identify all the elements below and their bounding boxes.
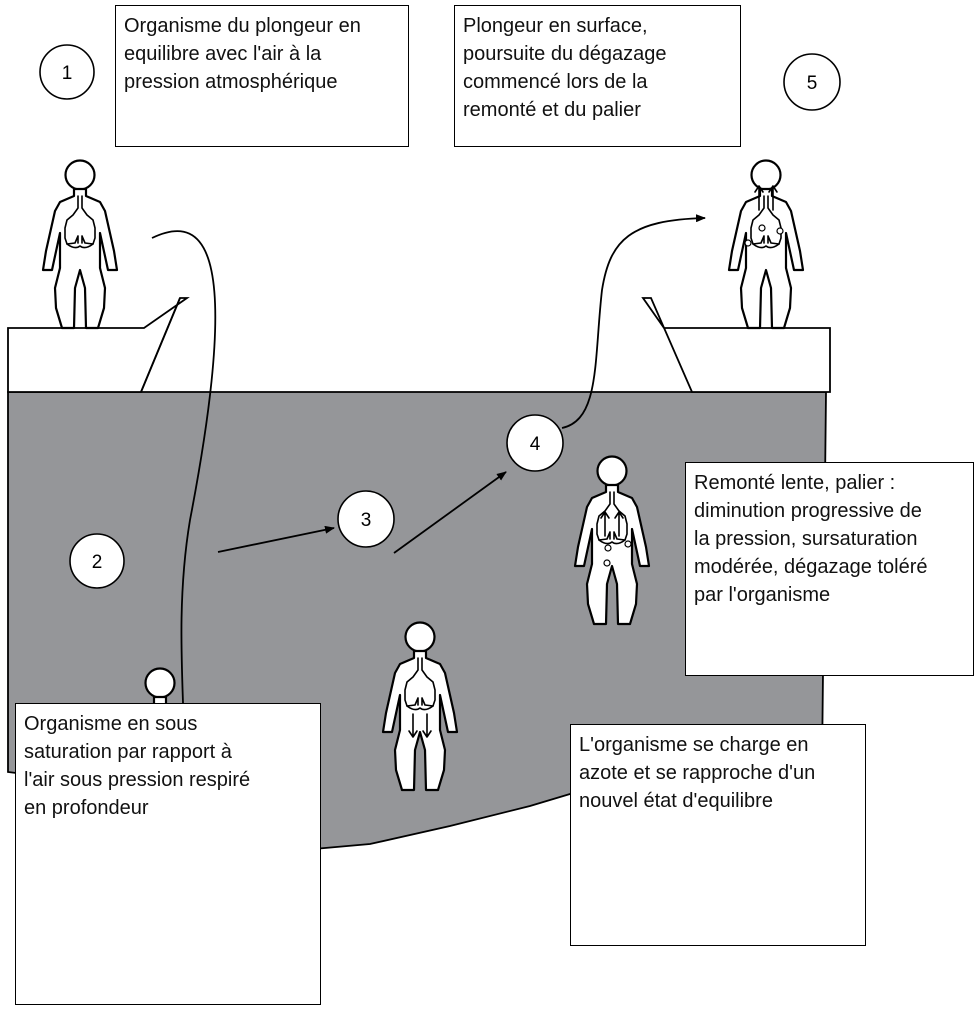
caption-box-2: Organisme en sous saturation par rapport…	[15, 703, 321, 1005]
caption-4-line: diminution progressive de	[694, 500, 922, 522]
caption-3-line: L'organisme se charge en	[579, 734, 809, 756]
caption-2-line: en profondeur	[24, 797, 149, 819]
diver-5-figure	[727, 159, 805, 330]
step-number-5: 5	[807, 73, 818, 94]
caption-box-1: Organisme du plongeur en equilibre avec …	[115, 5, 409, 147]
nitrogen-out-arrows-5	[754, 185, 778, 211]
step-circle-5: 5	[783, 53, 841, 111]
gas-bubbles	[603, 224, 784, 567]
step-number-2: 2	[92, 552, 103, 573]
left-boat	[7, 297, 190, 393]
step-circle-2: 2	[69, 533, 125, 589]
caption-5-line: commencé lors de la	[463, 71, 648, 93]
caption-2-line: Organisme en sous	[24, 713, 198, 735]
caption-1-line: equilibre avec l'air à la	[124, 43, 322, 65]
arrow-2-to-3	[217, 525, 335, 553]
caption-3-line: nouvel état d'equilibre	[579, 790, 773, 812]
caption-2-line: l'air sous pression respiré	[24, 769, 251, 791]
step-number-3: 3	[361, 510, 372, 531]
caption-box-4: Remonté lente, palier : diminution progr…	[685, 462, 974, 676]
arrow-1-to-2	[151, 230, 217, 771]
caption-box-5: Plongeur en surface, poursuite du dégaza…	[454, 5, 741, 147]
caption-1-line: Organisme du plongeur en	[124, 15, 361, 37]
caption-4-line: la pression, sursaturation	[694, 528, 918, 550]
caption-4-line: par l'organisme	[694, 584, 831, 606]
arrow-3-to-4	[393, 471, 507, 554]
caption-3-line: azote et se rapproche d'un	[579, 762, 816, 784]
caption-5-line: poursuite du dégazage	[463, 43, 667, 65]
caption-4-line: Remonté lente, palier :	[694, 472, 896, 494]
step-number-4: 4	[530, 434, 541, 455]
caption-5-line: Plongeur en surface,	[463, 15, 648, 37]
caption-4-line: modérée, dégazage toléré	[694, 556, 928, 578]
arrow-4-to-5	[561, 214, 706, 429]
nitrogen-out-arrows-4	[600, 511, 624, 537]
caption-5-line: remonté et du palier	[463, 99, 641, 121]
step-circle-1: 1	[39, 44, 95, 100]
caption-box-3: L'organisme se charge en azote et se rap…	[570, 724, 866, 946]
step-circle-3: 3	[337, 490, 395, 548]
diver-1-figure	[41, 159, 119, 330]
caption-1-line: pression atmosphérique	[124, 71, 338, 93]
right-boat	[641, 297, 831, 393]
step-circle-4: 4	[506, 414, 564, 472]
caption-2-line: saturation par rapport à	[24, 741, 232, 763]
nitrogen-in-arrows-3	[408, 713, 432, 738]
step-number-1: 1	[62, 63, 73, 84]
